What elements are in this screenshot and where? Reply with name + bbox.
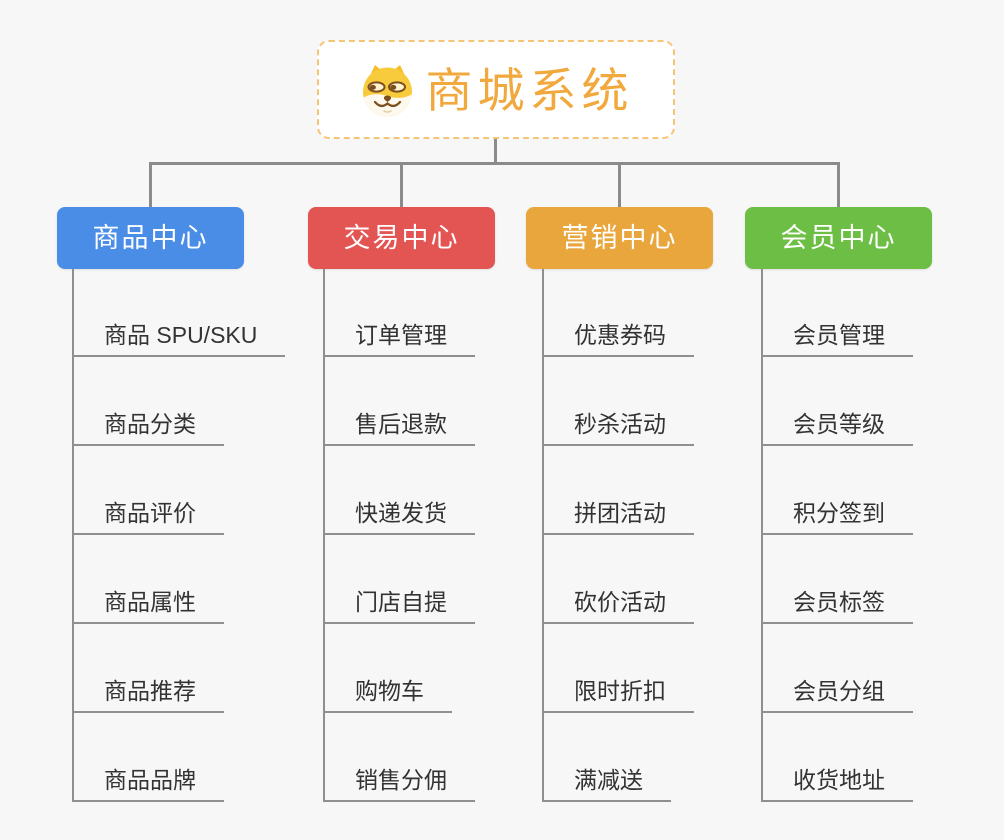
dog-face-icon [362, 64, 412, 116]
branch-header[interactable]: 交易中心 [308, 207, 495, 269]
connector-branch-trunk [761, 269, 763, 802]
leaf-topic[interactable]: 商品品牌 [72, 766, 224, 802]
leaf-topic[interactable]: 售后退款 [323, 410, 475, 446]
leaf-topic[interactable]: 会员等级 [761, 410, 913, 446]
connector-branch-drop [149, 165, 152, 207]
branch-label: 营销中心 [561, 222, 678, 253]
leaf-topic[interactable]: 拼团活动 [542, 499, 694, 535]
leaf-topic[interactable]: 会员管理 [761, 321, 913, 357]
connector-branch-trunk [323, 269, 325, 802]
root-node[interactable]: 商城系统 [317, 40, 675, 139]
leaf-topic[interactable]: 商品分类 [72, 410, 224, 446]
branch-label: 交易中心 [343, 222, 460, 253]
connector-root-stem [494, 139, 497, 163]
leaf-topic[interactable]: 商品 SPU/SKU [72, 321, 286, 357]
connector-branch-drop [837, 165, 840, 207]
connector-branch-trunk [72, 269, 74, 802]
branch-label: 会员中心 [780, 222, 897, 253]
branch-header[interactable]: 商品中心 [57, 207, 244, 269]
connector-branch-drop [400, 165, 403, 207]
branch-header[interactable]: 营销中心 [526, 207, 713, 269]
leaf-topic[interactable]: 快递发货 [323, 499, 475, 535]
leaf-topic[interactable]: 砍价活动 [542, 588, 694, 624]
connector-branch-trunk [542, 269, 544, 802]
leaf-topic[interactable]: 订单管理 [323, 321, 475, 357]
leaf-topic[interactable]: 满减送 [542, 766, 671, 802]
leaf-topic[interactable]: 秒杀活动 [542, 410, 694, 446]
leaf-topic[interactable]: 销售分佣 [323, 766, 475, 802]
leaf-topic[interactable]: 收货地址 [761, 766, 913, 802]
connector-branch-drop [618, 165, 621, 207]
leaf-topic[interactable]: 会员分组 [761, 677, 913, 713]
root-title: 商城系统 [425, 64, 634, 117]
leaf-topic[interactable]: 积分签到 [761, 499, 913, 535]
branch-header[interactable]: 会员中心 [745, 207, 932, 269]
leaf-topic[interactable]: 会员标签 [761, 588, 913, 624]
leaf-topic[interactable]: 门店自提 [323, 588, 475, 624]
leaf-topic[interactable]: 商品属性 [72, 588, 224, 624]
leaf-topic[interactable]: 限时折扣 [542, 677, 694, 713]
leaf-topic[interactable]: 商品推荐 [72, 677, 224, 713]
connector-bus [149, 162, 840, 165]
leaf-topic[interactable]: 商品评价 [72, 499, 224, 535]
leaf-topic[interactable]: 购物车 [323, 677, 452, 713]
leaf-topic[interactable]: 优惠券码 [542, 321, 694, 357]
branch-label: 商品中心 [92, 222, 209, 253]
